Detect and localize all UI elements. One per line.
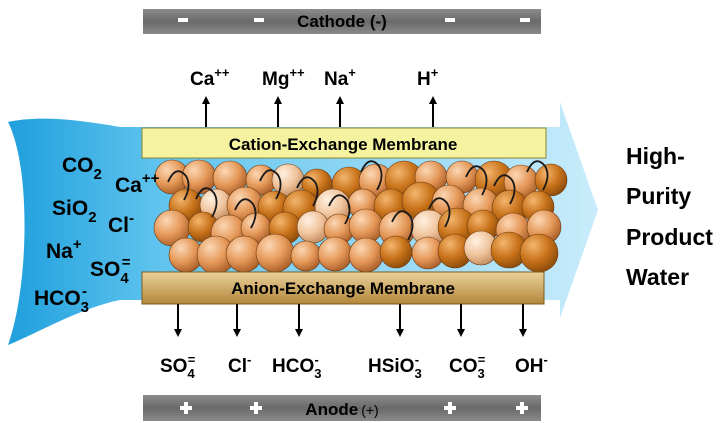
feed-species-label: SO4=	[90, 254, 131, 287]
anode-label: Anode(+)	[305, 400, 378, 419]
plus-sign-icon	[180, 402, 192, 414]
cation-membrane-label: Cation-Exchange Membrane	[229, 135, 458, 154]
resin-path-icon	[526, 160, 549, 191]
anion-label: SO4=	[160, 352, 196, 381]
resin-path-icon	[493, 174, 516, 205]
svg-text:High-: High-	[626, 143, 685, 169]
minus-sign-icon	[254, 18, 264, 22]
plus-sign-icon	[444, 402, 456, 414]
svg-text:Water: Water	[626, 264, 689, 290]
plus-sign-icon	[250, 402, 262, 414]
minus-sign-icon	[520, 18, 530, 22]
anion-label: CO3=	[449, 352, 486, 381]
cation-arrows	[202, 96, 437, 128]
resin-bead-icon	[348, 237, 384, 273]
anion-label: OH-	[515, 352, 548, 377]
resin-bead-icon	[379, 235, 413, 269]
resin-path-icon	[328, 194, 351, 225]
resin-path-icon	[360, 160, 383, 191]
cathode-label: Cathode (-)	[297, 12, 387, 31]
resin-path-icon	[234, 198, 257, 229]
cation-exchange-membrane: Cation-Exchange Membrane	[141, 127, 547, 159]
cation-labels: Ca++ Mg++ Na+ H+	[190, 65, 439, 90]
anion-exchange-membrane: Anion-Exchange Membrane	[141, 271, 545, 305]
resin-path-icon	[465, 165, 488, 196]
cation-label: Mg++	[262, 65, 305, 90]
anion-labels: SO4= Cl- HCO3- HSiO3- CO3= OH-	[160, 352, 548, 381]
anion-label: Cl-	[228, 352, 251, 377]
cathode-electrode: Cathode (-)	[143, 9, 541, 34]
plus-sign-icon	[516, 402, 528, 414]
anion-arrows	[174, 304, 527, 337]
cation-label: H+	[417, 65, 439, 90]
resin-bead-icon	[255, 233, 295, 273]
resin-path-icon	[391, 210, 414, 241]
svg-text:Purity: Purity	[626, 183, 691, 209]
resin-bead-icon	[534, 163, 568, 197]
feed-species-label: Ca++	[115, 170, 160, 197]
svg-text:Product: Product	[626, 224, 713, 250]
resin-path-icon	[259, 169, 282, 200]
resin-path-icon	[195, 187, 218, 218]
feed-species-label: HCO3-	[34, 283, 89, 316]
anode-electrode: Anode(+)	[143, 395, 541, 421]
cation-label: Ca++	[190, 65, 230, 90]
resin-bead-icon	[290, 240, 322, 272]
anion-label: HSiO3-	[368, 352, 422, 381]
resin-path-icon	[428, 197, 451, 228]
resin-bed	[153, 159, 568, 275]
feed-species-label: CO2	[62, 154, 102, 183]
resin-path-icon	[167, 170, 190, 201]
feed-species-label: SiO2	[52, 197, 97, 226]
anion-label: HCO3-	[272, 352, 321, 381]
resin-path-icon	[296, 176, 319, 207]
resin-bead-icon	[317, 236, 353, 272]
minus-sign-icon	[445, 18, 455, 22]
feed-species-label: Na+	[46, 236, 82, 263]
feed-species-label: Cl-	[108, 210, 134, 237]
product-water-label: High- Purity Product Water	[626, 143, 713, 290]
cation-label: Na+	[324, 65, 356, 90]
anion-membrane-label: Anion-Exchange Membrane	[231, 279, 455, 298]
resin-bead-icon	[519, 233, 559, 273]
minus-sign-icon	[178, 18, 188, 22]
